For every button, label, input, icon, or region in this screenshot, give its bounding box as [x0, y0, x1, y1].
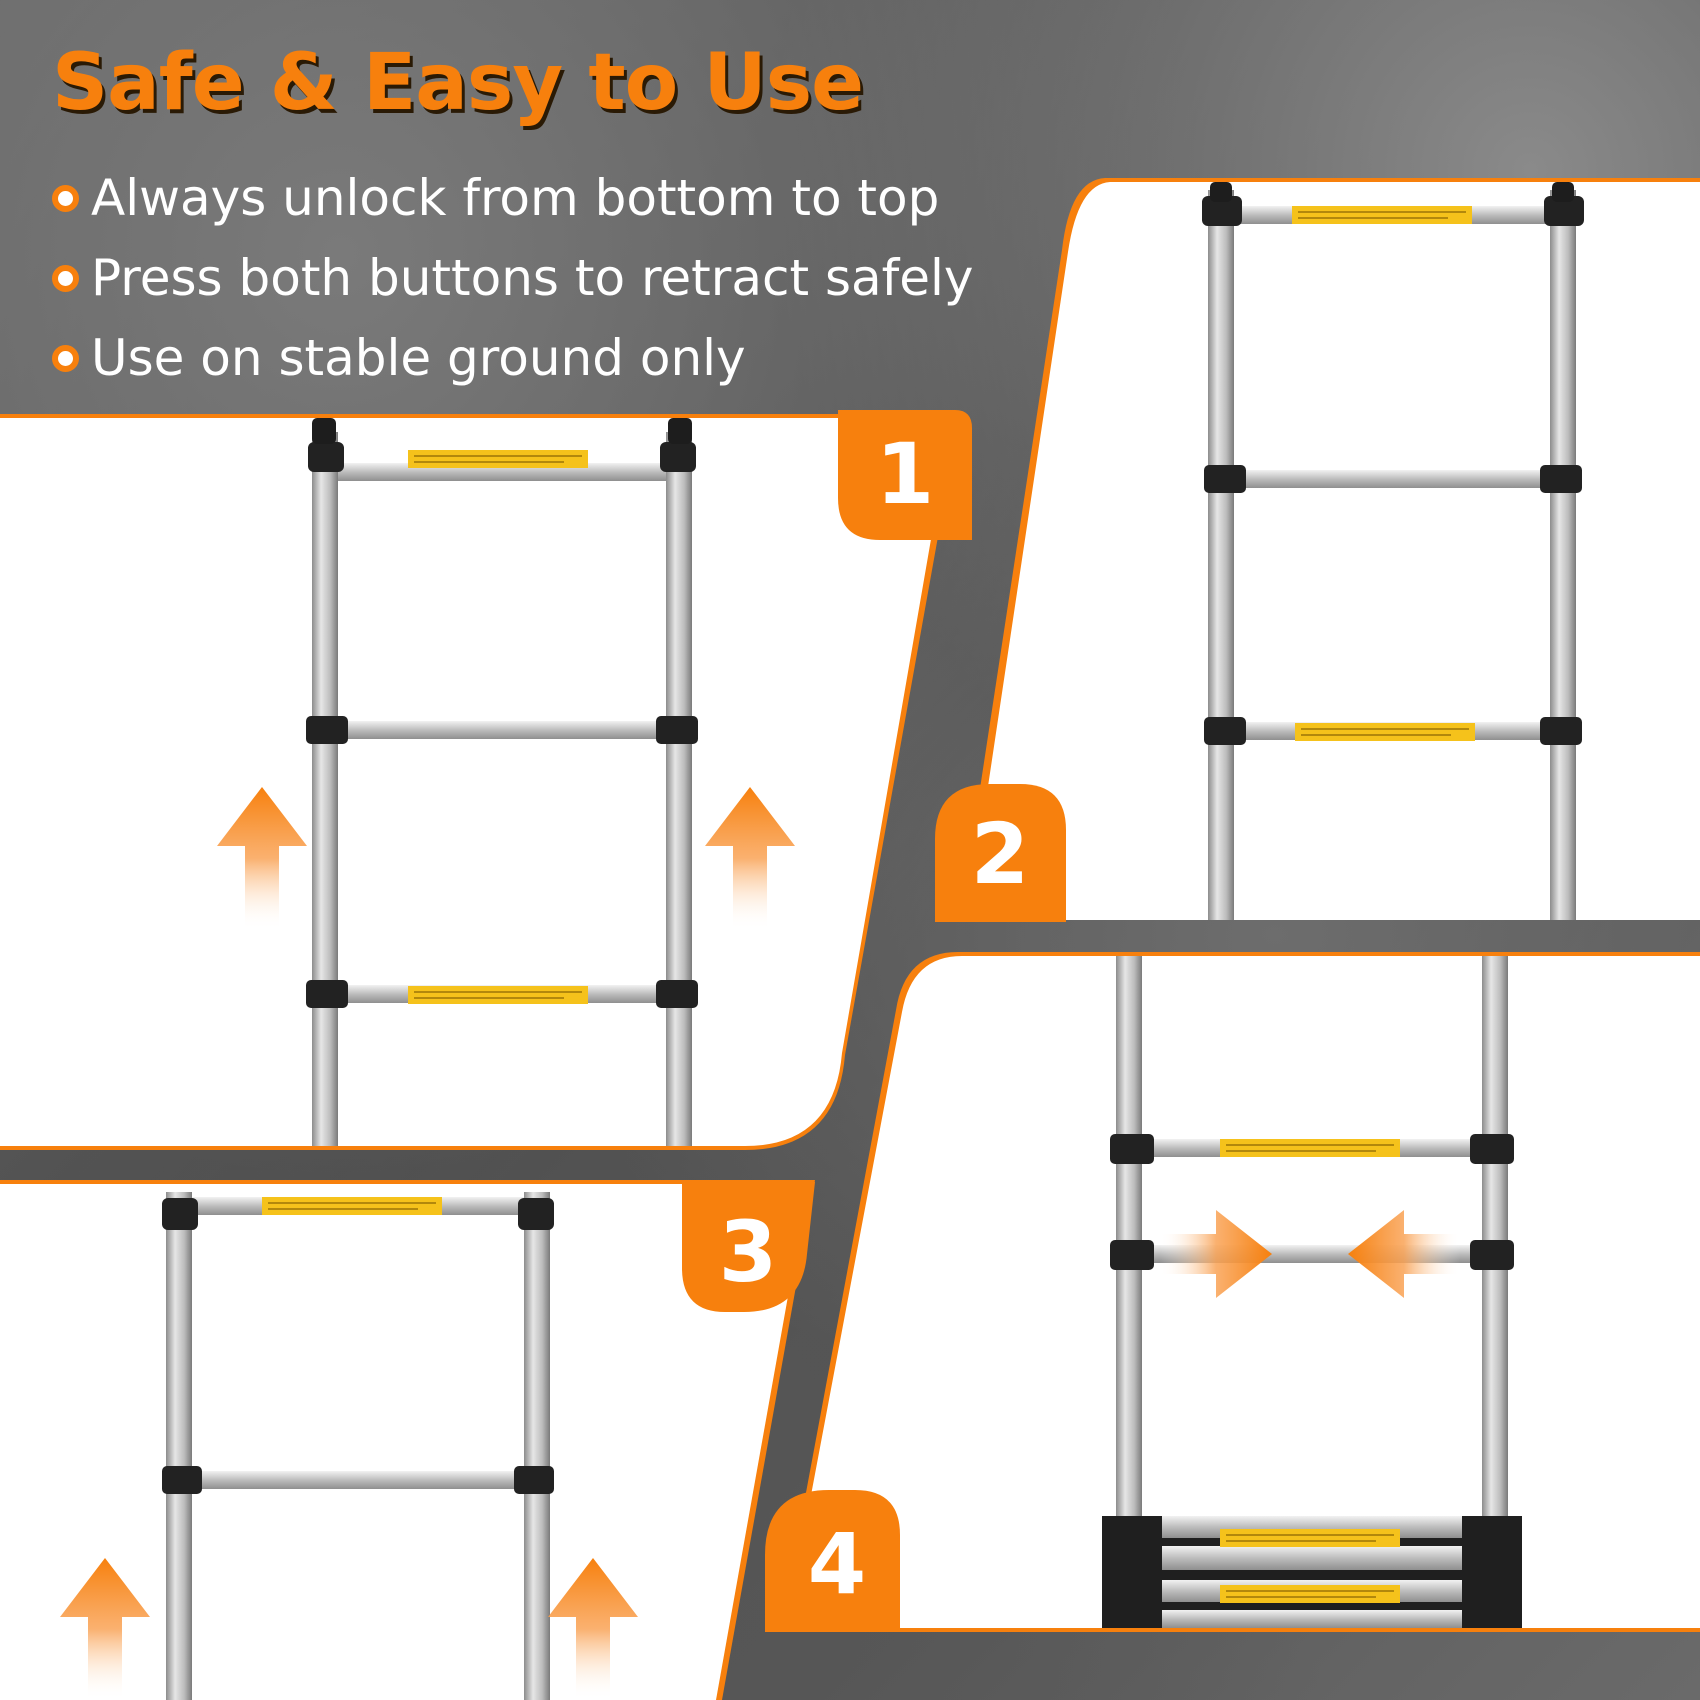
step-2-panel — [960, 178, 1700, 920]
step-1-badge — [838, 410, 972, 540]
page-title: Safe & Easy to Use — [52, 38, 864, 128]
step-4-badge — [765, 1490, 900, 1632]
step-1-panel — [0, 414, 960, 1150]
step-4-number: 4 — [807, 1515, 867, 1613]
bullet-dot-icon — [52, 184, 79, 212]
step-1-number: 1 — [875, 425, 935, 523]
ladder-image — [306, 418, 698, 1146]
bullet-item: Use on stable ground only — [52, 318, 974, 398]
up-arrow-icon — [548, 1558, 638, 1700]
inward-arrow-icon — [1348, 1210, 1460, 1298]
step-4-panel — [780, 952, 1700, 1632]
step-3-number: 3 — [718, 1203, 778, 1301]
step-3-badge — [682, 1182, 815, 1312]
ladder-image — [1102, 956, 1522, 1628]
bullet-dot-icon — [52, 264, 79, 292]
bullet-text: Press both buttons to retract safely — [91, 249, 974, 307]
bullet-item: Always unlock from bottom to top — [52, 158, 974, 238]
ladder-image — [162, 1192, 554, 1700]
collapsed-ladder-stack — [1102, 1516, 1522, 1628]
bullet-dot-icon — [52, 344, 79, 372]
up-arrow-icon — [217, 787, 307, 930]
bullet-list: Always unlock from bottom to top Press b… — [52, 158, 974, 398]
step-2-number: 2 — [970, 805, 1030, 903]
bullet-text: Use on stable ground only — [91, 329, 746, 387]
ladder-image — [1202, 182, 1584, 920]
step-2-badge — [935, 784, 1066, 922]
bullet-item: Press both buttons to retract safely — [52, 238, 974, 318]
up-arrow-icon — [705, 787, 795, 930]
bullet-text: Always unlock from bottom to top — [91, 169, 940, 227]
inward-arrow-icon — [1160, 1210, 1272, 1298]
up-arrow-icon — [60, 1558, 150, 1700]
step-3-panel — [0, 1180, 815, 1700]
